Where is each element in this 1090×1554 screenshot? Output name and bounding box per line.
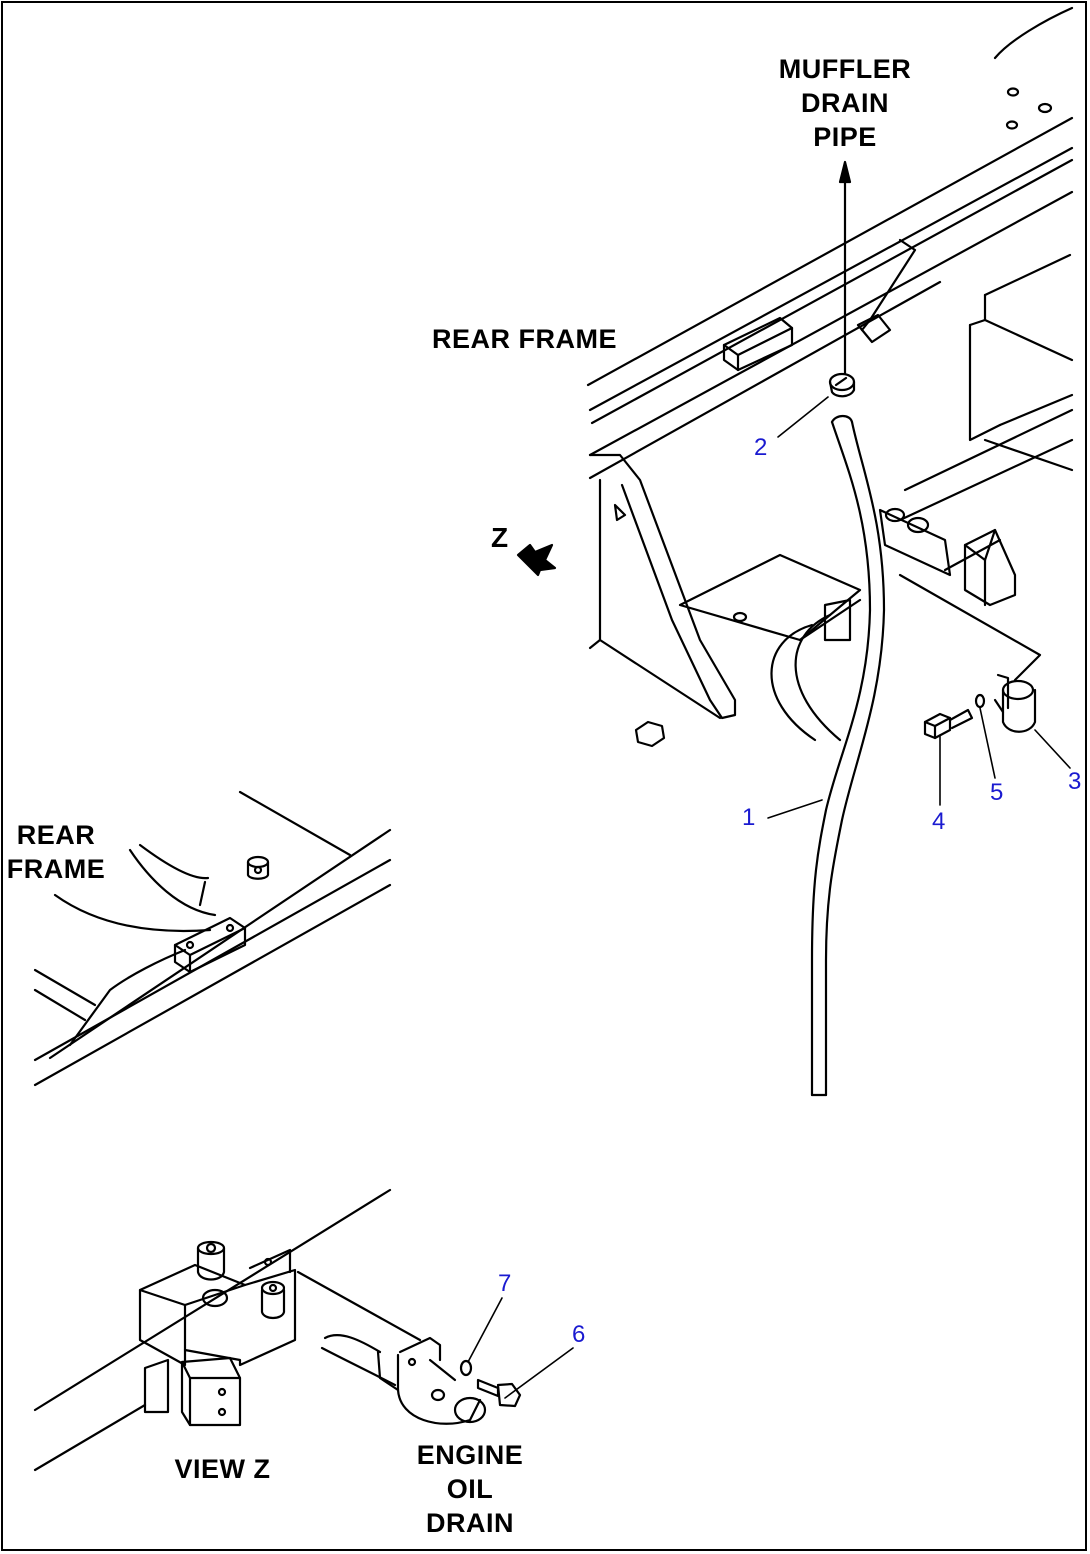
- muffler-label-line2: DRAIN: [801, 88, 889, 118]
- part-5-washer: [974, 693, 986, 709]
- callout-5: 5: [990, 779, 1004, 806]
- engine-oil-drain-label-line1: ENGINE: [416, 1440, 524, 1470]
- rear-frame-main-label: REAR FRAME: [432, 324, 617, 354]
- part-1-drain-hose: [810, 414, 886, 1097]
- callout-3: 3: [1068, 768, 1082, 795]
- part-2-grommet: [828, 372, 856, 398]
- rear-frame-main-drawing: [586, 6, 1074, 748]
- callout-6: 6: [572, 1321, 586, 1348]
- callout-1: 1: [742, 804, 756, 831]
- engine-oil-drain-label-line2: OIL: [446, 1474, 494, 1504]
- muffler-label-line1: MUFFLER: [778, 54, 912, 84]
- muffler-pointer: [838, 160, 852, 377]
- part-3-clamp: [993, 673, 1037, 733]
- callout-7: 7: [498, 1270, 512, 1297]
- engine-oil-drain-label-line3: DRAIN: [426, 1508, 514, 1538]
- callout-4: 4: [932, 808, 946, 835]
- part-4-bolt: [923, 708, 974, 740]
- view-z-label: VIEW Z: [174, 1454, 271, 1484]
- view-z-drawing: [33, 1188, 522, 1472]
- rear-frame-left-label-line1: REAR: [16, 820, 96, 850]
- z-view-marker: Z: [491, 522, 509, 553]
- callout-leaders: [467, 396, 1071, 1399]
- rear-frame-left-drawing: [33, 790, 392, 1087]
- muffler-label-line3: PIPE: [813, 122, 877, 152]
- rear-frame-left-label-line2: FRAME: [6, 854, 106, 884]
- z-view-arrow: [516, 543, 557, 577]
- callout-2: 2: [754, 434, 768, 461]
